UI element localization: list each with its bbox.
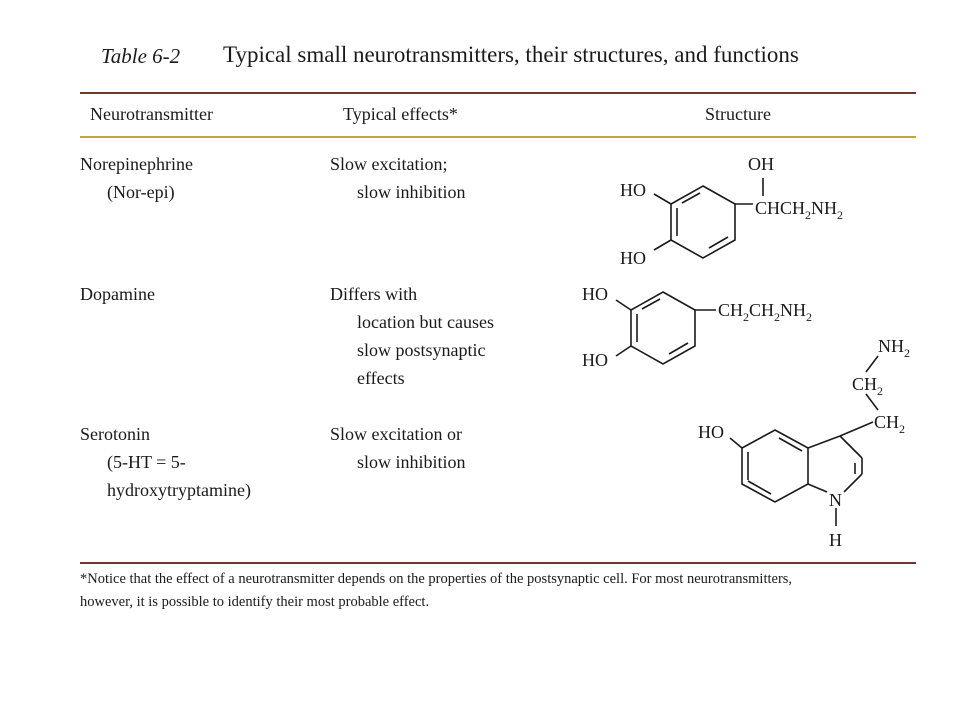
row-norepinephrine-effects: Slow excitation; slow inhibition (330, 150, 466, 206)
amine-text: NH (780, 300, 806, 320)
side-chain-label: CH2CH2NH2 (718, 300, 812, 324)
footnote-line: however, it is possible to identify thei… (80, 594, 430, 610)
amine-text: NH (811, 198, 837, 218)
row-dopamine-effects: Differs with location but causes slow po… (330, 280, 494, 392)
effect-line: Slow excitation or (330, 424, 462, 444)
footnote: *Notice that the effect of a neurotransm… (80, 568, 920, 614)
effect-line: slow inhibition (357, 182, 466, 202)
effect-line: Slow excitation; (330, 154, 448, 174)
subscript: 2 (837, 208, 843, 222)
subscript: 2 (805, 208, 811, 222)
h-label: H (829, 530, 842, 550)
side-chain-label: CHCH2NH2 (755, 198, 843, 222)
ch2-label: CH2 (874, 412, 905, 436)
row-serotonin-name: Serotonin (5-HT = 5- hydroxytryptamine) (80, 420, 251, 504)
ho-label: HO (698, 422, 724, 442)
table-title: Typical small neurotransmitters, their s… (223, 42, 799, 67)
subscript: 2 (877, 384, 883, 398)
chain-text: CH (718, 300, 743, 320)
subscript: 2 (806, 310, 812, 324)
name-line: hydroxytryptamine) (107, 480, 251, 500)
row-norepinephrine-name: Norepinephrine (Nor-epi) (80, 150, 193, 206)
top-rule (80, 92, 916, 94)
nh2-label: NH2 (878, 336, 910, 360)
ch2-label: CH2 (852, 374, 883, 398)
subscript: 2 (743, 310, 749, 324)
chain-text: CH (874, 412, 899, 432)
effect-line: Differs with (330, 284, 418, 304)
ho-label: HO (620, 248, 646, 268)
bottom-rule (80, 562, 916, 564)
ho-label: HO (582, 350, 608, 370)
chain-text: CH (749, 300, 774, 320)
effect-line: effects (357, 368, 405, 388)
name-line: Dopamine (80, 284, 155, 304)
serotonin-structure: HO NH2 CH2 CH2 N H (698, 336, 910, 550)
ho-label: HO (620, 180, 646, 200)
footnote-line: *Notice that the effect of a neurotransm… (80, 571, 793, 587)
header-rule (80, 136, 916, 138)
header-structure: Structure (705, 104, 771, 124)
oh-label: OH (748, 154, 774, 174)
n-label: N (829, 490, 842, 510)
amine-text: NH (878, 336, 904, 356)
name-line: (Nor-epi) (107, 182, 175, 202)
chain-text: CHCH (755, 198, 805, 218)
effect-line: slow postsynaptic (357, 340, 486, 360)
table-label: Table 6-2 (101, 44, 181, 68)
row-dopamine-name: Dopamine (80, 280, 155, 308)
name-line: (5-HT = 5- (107, 452, 186, 472)
effect-line: slow inhibition (357, 452, 466, 472)
subscript: 2 (899, 422, 905, 436)
chain-text: CH (852, 374, 877, 394)
norepinephrine-structure: OH HO HO CHCH2NH2 (620, 154, 843, 268)
dopamine-structure: HO HO CH2CH2NH2 (582, 284, 812, 370)
row-serotonin-effects: Slow excitation or slow inhibition (330, 420, 466, 476)
name-line: Serotonin (80, 424, 150, 444)
name-line: Norepinephrine (80, 154, 193, 174)
header-typical-effects: Typical effects* (343, 104, 458, 124)
ho-label: HO (582, 284, 608, 304)
subscript: 2 (774, 310, 780, 324)
header-neurotransmitter: Neurotransmitter (90, 104, 213, 124)
subscript: 2 (904, 346, 910, 360)
effect-line: location but causes (357, 312, 494, 332)
